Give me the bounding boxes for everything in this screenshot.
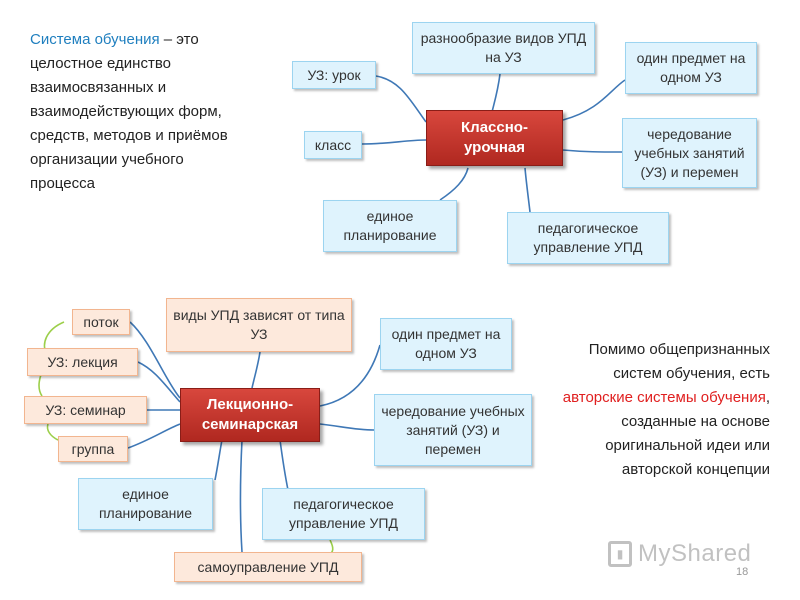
green-link-seminar-group [46, 423, 59, 441]
link-lesson [375, 75, 427, 123]
link-alternation-2 [319, 423, 375, 431]
link-class [361, 139, 427, 145]
link-alternation [562, 149, 623, 153]
lecture-item-stream: поток [72, 309, 130, 335]
link-management-2 [279, 439, 289, 491]
lecture-item-management: педагогическое управление УПД [262, 488, 425, 540]
lecture-system-center: Лекционно-семинарская [180, 388, 320, 442]
classroom-item-variety: разнообразие видов УПД на УЗ [412, 22, 595, 74]
link-one-subject-2 [319, 344, 381, 407]
link-lecture [137, 361, 181, 403]
link-planning-2 [214, 439, 223, 481]
note-text-before: Помимо общепризнанных систем обучения, е… [588, 341, 770, 382]
link-planning [439, 167, 469, 201]
link-one-subject [562, 79, 626, 121]
note-highlight: авторские системы обучения [562, 389, 766, 406]
link-types [251, 351, 261, 389]
link-stream [129, 321, 181, 399]
link-variety [491, 73, 501, 113]
classroom-item-lesson: УЗ: урок [292, 61, 376, 89]
definition-text: – это целостное единство взаимосвязанных… [30, 31, 228, 192]
lecture-item-types: виды УПД зависят от типа УЗ [166, 298, 352, 352]
lecture-item-planning: единое планирование [78, 478, 213, 530]
lecture-item-seminar: УЗ: семинар [24, 396, 147, 424]
classroom-item-planning: единое планирование [323, 200, 457, 252]
classroom-item-management: педагогическое управление УПД [507, 212, 669, 264]
link-group [127, 423, 181, 449]
classroom-system-center: Классно-урочная [426, 110, 563, 166]
page-number: 18 [736, 566, 749, 578]
lecture-item-self-management: самоуправление УПД [174, 552, 362, 582]
presentation-board-icon: ▮ [608, 541, 632, 567]
myshared-logo: ▮ MyShared [608, 538, 751, 570]
lecture-item-group: группа [58, 436, 128, 462]
lecture-item-one-subject: один предмет на одном УЗ [380, 318, 512, 370]
system-definition: Система обучения – это целостное единств… [30, 28, 250, 196]
lecture-item-alternation: чередование учебных занятий (УЗ) и перем… [374, 394, 532, 466]
classroom-item-class: класс [304, 131, 362, 159]
author-systems-note: Помимо общепризнанных систем обучения, е… [540, 338, 770, 482]
logo-text: MyShared [638, 540, 752, 567]
classroom-item-one-subject: один предмет на одном УЗ [625, 42, 757, 94]
link-management [524, 167, 531, 213]
definition-term: Система обучения [30, 31, 160, 48]
lecture-item-lecture: УЗ: лекция [27, 348, 138, 376]
link-self-management [239, 439, 243, 553]
note-text-after: , созданные на основе оригинальной идеи … [605, 389, 770, 478]
classroom-item-alternation: чередование учебных занятий (УЗ) и перем… [622, 118, 757, 188]
